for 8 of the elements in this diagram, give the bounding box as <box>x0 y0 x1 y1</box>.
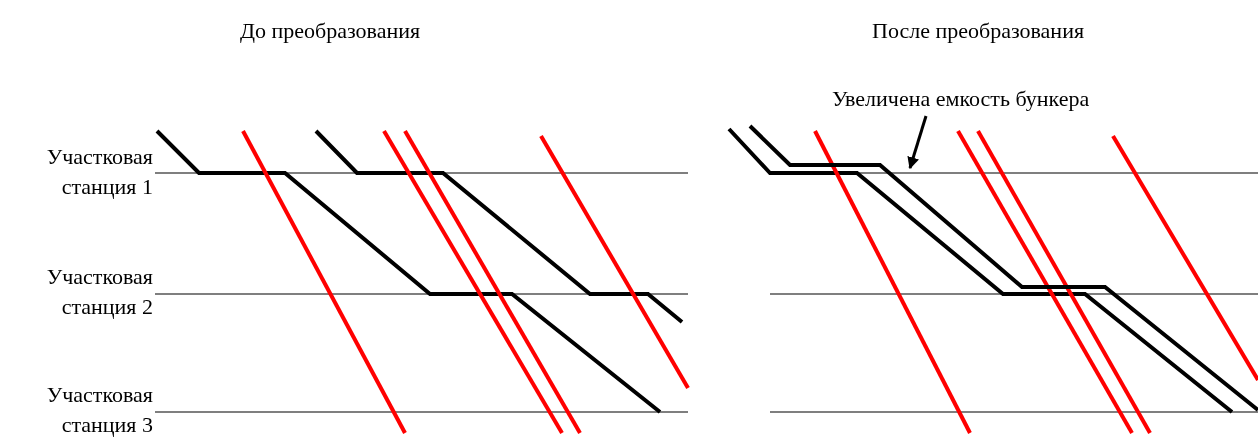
station-label: Участковая станция 3 <box>45 381 153 439</box>
station-label: Участковая станция 2 <box>45 263 153 321</box>
panel-heading: После преобразования <box>872 17 1085 45</box>
leader-arrow <box>907 115 928 170</box>
station-label: Участковая станция 1 <box>45 143 153 201</box>
panel-heading: До преобразования <box>240 17 421 45</box>
annotation-text: Увеличена емкость бункера <box>832 84 1090 114</box>
train-path-line <box>748 124 1258 412</box>
